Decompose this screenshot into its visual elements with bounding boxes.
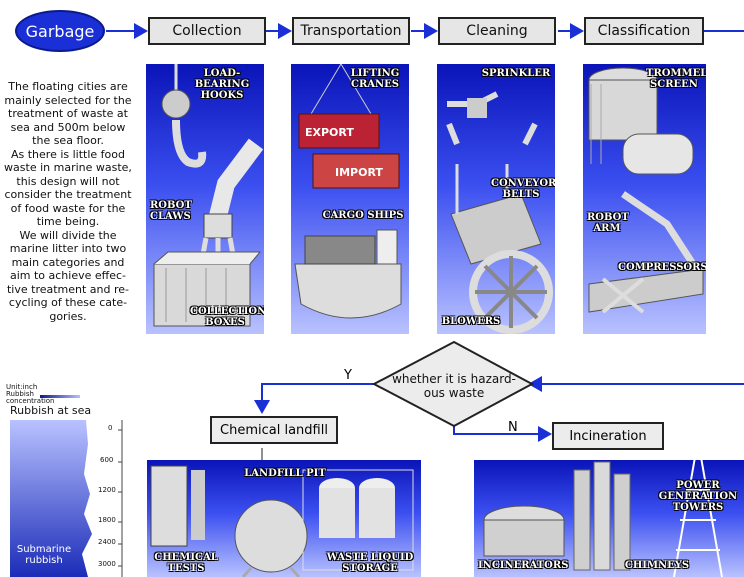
cleaning-panel: SPRINKLER CONVEYOR BELTS BLOWERS (437, 64, 555, 334)
label-compressors: COMPRESSORS (618, 262, 706, 273)
incineration-panel: POWER GENERATION TOWERS INCINERATORS CHI… (474, 460, 744, 577)
depth-tick-0: 0 (108, 424, 113, 432)
collection-illustration (153, 64, 264, 327)
label-collection-boxes: COLLECTION BOXES (190, 306, 264, 328)
depth-tick-1200: 1200 (98, 486, 116, 494)
label-cargo-ships: CARGO SHIPS (322, 210, 404, 221)
cleaning-illustration (446, 91, 553, 334)
label-load-bearing-hooks: LOAD-BEARING HOOKS (194, 68, 250, 101)
label-blowers: BLOWERS (441, 316, 501, 327)
depth-bottom-label: Submarine rubbish (16, 544, 72, 566)
stage-classification: Classification (584, 17, 704, 45)
stage-cleaning: Cleaning (438, 17, 556, 45)
depth-legend-2: concentration (6, 397, 55, 405)
depth-tick-3000: 3000 (98, 560, 116, 568)
label-sprinkler: SPRINKLER (481, 68, 551, 79)
decision-diamond (371, 340, 535, 428)
decision-text: whether it is hazard-ous waste (392, 372, 516, 400)
label-conveyor-belts: CONVEYOR BELTS (491, 178, 555, 200)
depth-unit: Unit:inch (6, 383, 38, 391)
stage-collection: Collection (148, 17, 266, 45)
depth-legend: Rubbish (6, 390, 34, 398)
collection-panel: LOAD-BEARING HOOKS ROBOT CLAWS COLLECTIO… (146, 64, 264, 334)
chemical-landfill-node: Chemical landfill (210, 416, 338, 444)
branch-no-label: N (508, 420, 518, 435)
label-lifting-cranes: LIFTING CRANES (350, 68, 400, 90)
label-waste-liquid-storage: WASTE LIQUID STORAGE (326, 552, 414, 574)
depth-tick-600: 600 (100, 456, 114, 464)
depth-shape (10, 420, 123, 577)
legend-gradient-bar (40, 395, 80, 398)
svg-text:IMPORT: IMPORT (335, 166, 383, 179)
transportation-illustration: EXPORT IMPORT (294, 64, 402, 319)
depth-top-label: Rubbish at sea (10, 404, 92, 417)
label-chemical-tests: CHEMICAL TESTS (154, 552, 218, 574)
landfill-panel: LANDFILL PIT CHEMICAL TESTS WASTE LIQUID… (147, 460, 421, 577)
label-trommel-screen: TROMMEL SCREEN (646, 68, 706, 90)
label-chimneys: CHIMNEYS (624, 560, 690, 571)
classification-illustration (588, 67, 704, 314)
depth-tick-1800: 1800 (98, 516, 116, 524)
label-power-generation-towers: POWER GENERATION TOWERS (658, 480, 738, 513)
incineration-illustration (483, 460, 723, 577)
label-incinerators: INCINERATORS (478, 560, 569, 571)
label-landfill-pit: LANDFILL PIT (244, 468, 326, 479)
landfill-illustration (150, 465, 414, 577)
label-robot-claws: ROBOT CLAWS (150, 200, 192, 222)
incineration-node: Incineration (552, 422, 664, 450)
branch-yes-label: Y (344, 368, 352, 383)
transportation-panel: EXPORT IMPORT LIFTING CRANES CARGO SHIPS (291, 64, 409, 334)
label-robot-arm: ROBOT ARM (587, 212, 629, 234)
depth-chart: Unit:inch Rubbish concentration Rubbish … (4, 384, 144, 577)
svg-text:EXPORT: EXPORT (305, 126, 354, 139)
garbage-start-node: Garbage (15, 10, 105, 52)
depth-tick-2400: 2400 (98, 538, 116, 546)
stage-transportation: Transportation (292, 17, 410, 45)
classification-panel: TROMMEL SCREEN ROBOT ARM COMPRESSORS (583, 64, 706, 334)
